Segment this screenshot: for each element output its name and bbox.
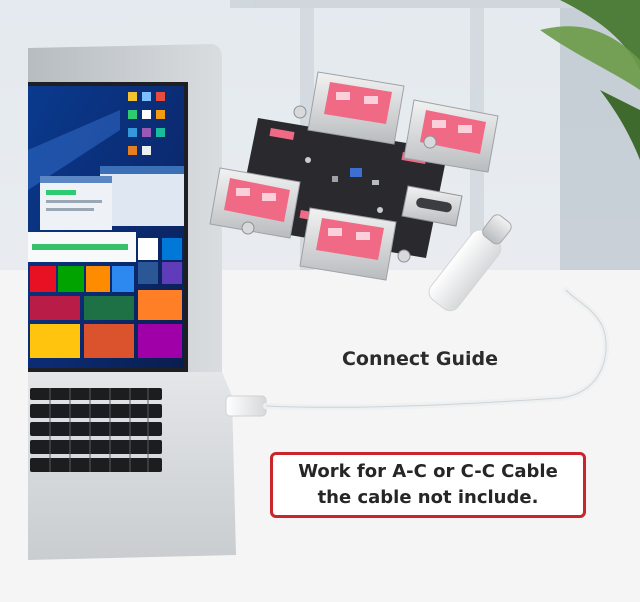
cable-note-line-2: the cable not include. (317, 487, 539, 508)
usb-c-plug-icon (428, 214, 512, 312)
usb-a-port-icon (403, 99, 499, 173)
cable-note-box: Work for A-C or C-C Cable the cable not … (270, 452, 586, 518)
usb-c-port-icon (401, 185, 463, 227)
usb-c-plug-laptop-icon (225, 395, 267, 417)
usb-cable (225, 214, 610, 417)
usb-a-port-icon (209, 167, 301, 239)
usb-hub-board (209, 71, 499, 281)
usb-a-port-icon (299, 207, 397, 281)
desktop-windows (28, 166, 184, 262)
connect-guide-caption: Connect Guide (341, 348, 499, 370)
plant-leaves (540, 0, 640, 160)
laptop-keyboard (30, 388, 162, 472)
desktop-icons (128, 92, 165, 155)
start-tiles (30, 238, 182, 358)
usb-a-port-icon (307, 71, 405, 145)
cable-note-line-1: Work for A-C or C-C Cable (298, 461, 558, 482)
laptop (28, 44, 236, 560)
